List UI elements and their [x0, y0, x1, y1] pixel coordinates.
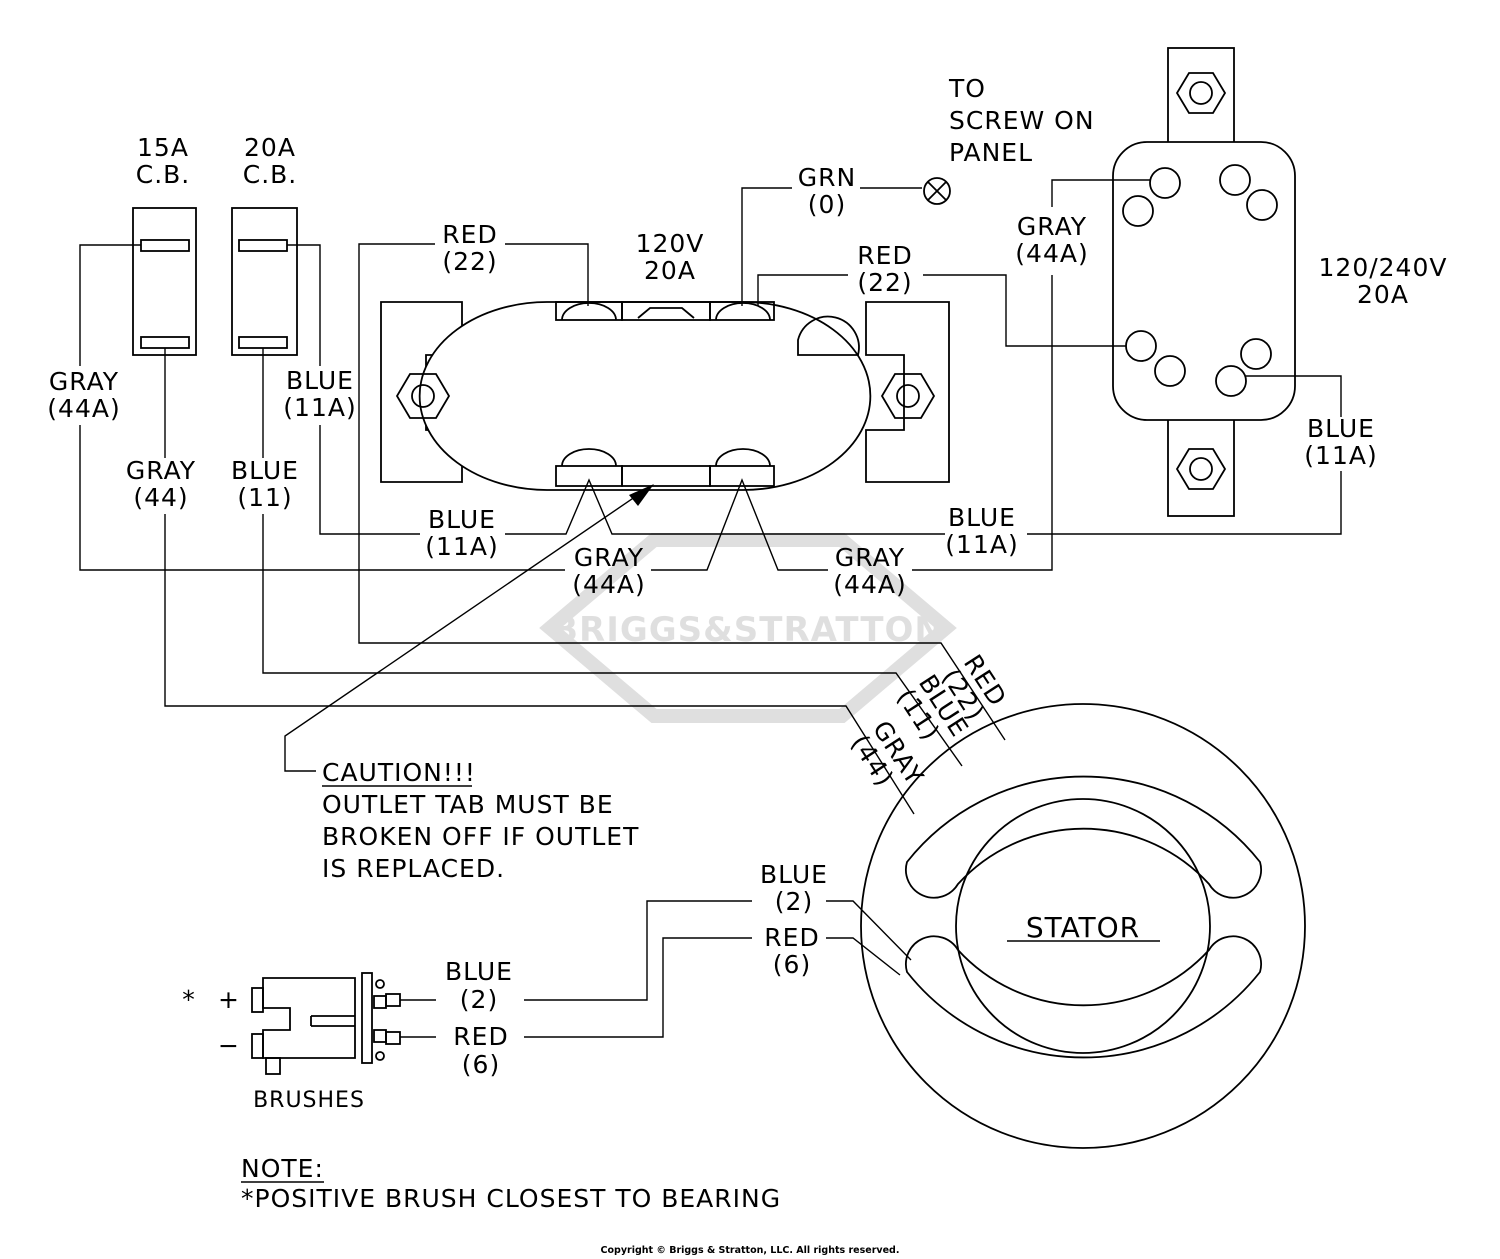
ground-line-3: PANEL: [949, 138, 1033, 167]
brush-asterisk: *: [182, 985, 196, 1014]
note: NOTE: *POSITIVE BRUSH CLOSEST TO BEARING: [241, 1154, 781, 1213]
caution-title: CAUTION!!!: [322, 758, 476, 787]
ground-wire-color: GRN: [798, 163, 856, 192]
outlet-120v: 120V 20A: [380, 229, 950, 491]
wire-red22-top-left-num: (22): [442, 247, 497, 276]
outlet-240-amps: 20A: [1357, 280, 1409, 309]
wire-red22-top-left-color: RED: [442, 220, 497, 249]
wire-blue11-cb-num: (11): [237, 483, 292, 512]
wire-gray44a-bot-l-color: GRAY: [574, 543, 644, 572]
wire-red22-top-right-color: RED: [857, 241, 912, 270]
wire-gray44a-bot-r-num: (44A): [833, 570, 906, 599]
stator: STATOR: [860, 703, 1306, 1149]
wire-blue11a-under-color: BLUE: [428, 505, 496, 534]
ground-wire-num: (0): [808, 190, 846, 219]
ground-line-1: TO: [948, 74, 986, 103]
brush-assembly: * + − BRUSHES: [182, 972, 401, 1113]
cb20-label: C.B.: [243, 160, 298, 189]
cb20-rating: 20A: [244, 133, 296, 162]
stator-wire-blue2-color: BLUE: [760, 860, 828, 889]
outlet-120-voltage: 120V: [636, 229, 705, 258]
brush-wire-blue2-color: BLUE: [445, 957, 513, 986]
wire-labels: GRN (0) RED (22) RED (22) GRAY (44A) GRA…: [47, 163, 1377, 1079]
circuit-breaker-15a: 15A C.B.: [132, 133, 197, 356]
circuit-breaker-20a: 20A C.B.: [231, 133, 298, 356]
caution-line-1: OUTLET TAB MUST BE: [322, 790, 614, 819]
wire-gray44a-bot-l-num: (44A): [572, 570, 645, 599]
wire-blue11a-far-num: (11A): [1304, 441, 1377, 470]
ground-line-2: SCREW ON: [949, 106, 1095, 135]
wire-blue11a-under-num: (11A): [425, 532, 498, 561]
brush-plus-sign: +: [218, 985, 240, 1014]
wire-gray44a-left-num: (44A): [47, 394, 120, 423]
wire-red22-top-right-num: (22): [857, 268, 912, 297]
brush-minus-sign: −: [218, 1031, 240, 1060]
stator-label: STATOR: [1026, 911, 1140, 944]
copyright-text: Copyright © Briggs & Stratton, LLC. All …: [601, 1245, 900, 1256]
stator-wire-red6-color: RED: [764, 923, 819, 952]
wire-blue11-cb-color: BLUE: [231, 456, 299, 485]
wire-blue11a-cb-num: (11A): [283, 393, 356, 422]
note-title: NOTE:: [241, 1154, 324, 1183]
stator-wire-red6-num: (6): [773, 950, 811, 979]
wire-gray44a-right-num: (44A): [1015, 239, 1088, 268]
wire-blue11a-far-color: BLUE: [1307, 414, 1375, 443]
brush-wire-red6-color: RED: [453, 1022, 508, 1051]
outlet-120-amps: 20A: [644, 256, 696, 285]
outlet-120-240v: 120/240V 20A: [1112, 47, 1448, 517]
wire-gray44-cb-color: GRAY: [126, 456, 196, 485]
cb15-rating: 15A: [137, 133, 189, 162]
brushes-label: BRUSHES: [253, 1088, 365, 1113]
caution-line-2: BROKEN OFF IF OUTLET: [322, 822, 639, 851]
wires: [79, 179, 1342, 1038]
wire-gray44a-left-color: GRAY: [49, 367, 119, 396]
caution-note: CAUTION!!! OUTLET TAB MUST BE BROKEN OFF…: [322, 758, 639, 883]
wire-blue11a-mid-color: BLUE: [948, 503, 1016, 532]
wire-gray44-cb-num: (44): [133, 483, 188, 512]
note-text: *POSITIVE BRUSH CLOSEST TO BEARING: [241, 1184, 781, 1213]
watermark-text: BRIGGS&STRATTON: [552, 610, 944, 650]
brush-wire-red6-num: (6): [462, 1050, 500, 1079]
ground-screw: TO SCREW ON PANEL: [923, 74, 1095, 205]
wire-gray44a-bot-r-color: GRAY: [835, 543, 905, 572]
cb15-label: C.B.: [136, 160, 191, 189]
wire-blue11a-mid-num: (11A): [945, 530, 1018, 559]
caution-line-3: IS REPLACED.: [322, 854, 505, 883]
outlet-240-voltage: 120/240V: [1319, 253, 1448, 282]
wire-blue11a-cb-color: BLUE: [286, 366, 354, 395]
wire-gray44a-right-color: GRAY: [1017, 212, 1087, 241]
brush-wire-blue2-num: (2): [460, 985, 498, 1014]
stator-wire-blue2-num: (2): [775, 887, 813, 916]
